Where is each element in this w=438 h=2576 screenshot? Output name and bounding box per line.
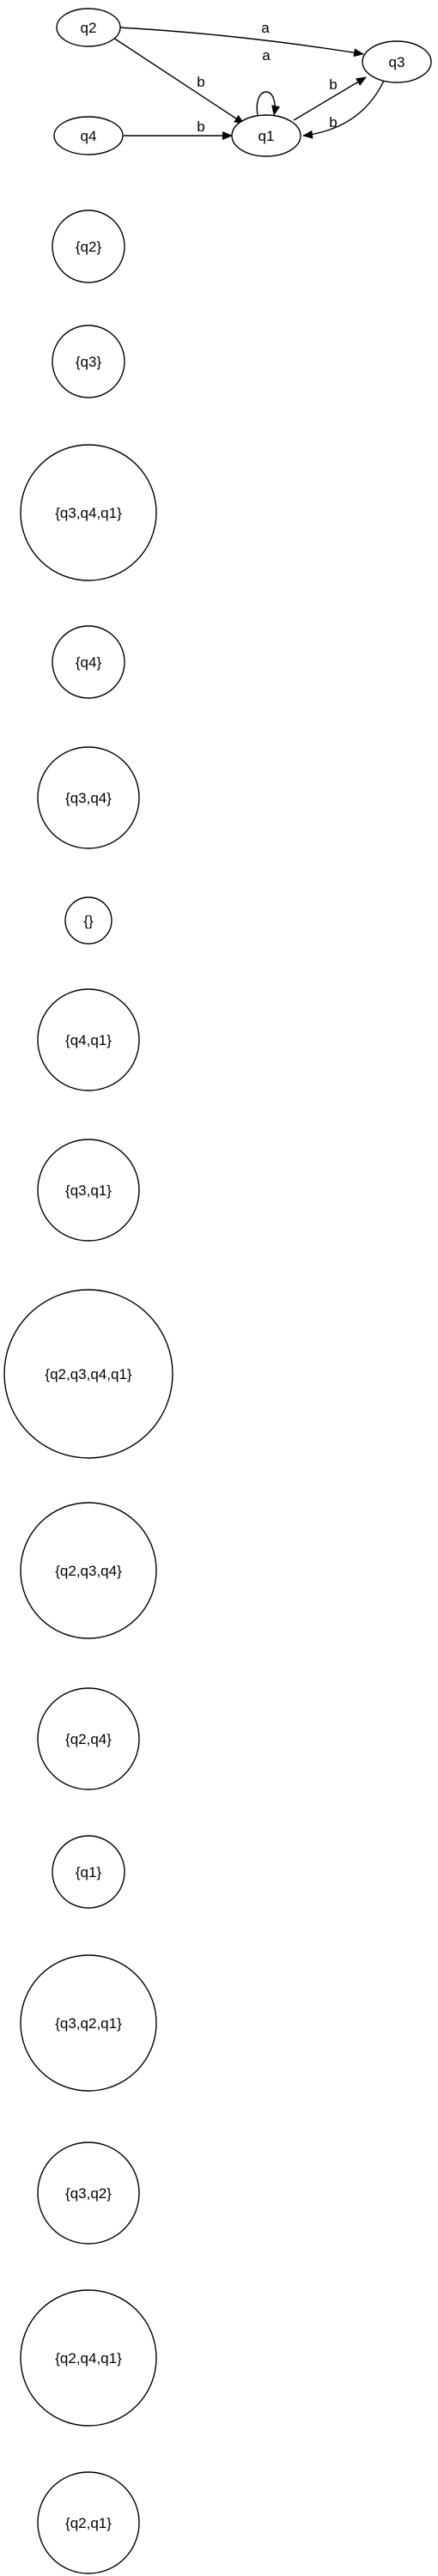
state-circles: [3, 210, 173, 2574]
node-label-q3: q3: [389, 54, 405, 70]
graph-top-labels: q2 q4 q1 q3 a b b a b b: [81, 20, 405, 144]
edge-q1-q3: [293, 76, 367, 121]
state-label: {q3}: [76, 354, 102, 370]
node-label-q4: q4: [81, 128, 97, 144]
state-label: {q4}: [76, 654, 102, 671]
edge-label-q1-q3: b: [329, 76, 337, 93]
state-label: {q2,q3,q4}: [55, 1563, 122, 1579]
node-q2: [56, 8, 121, 47]
state-label: {q2}: [76, 239, 102, 255]
state-label: {q4,q1}: [65, 1032, 112, 1048]
state-circle: [37, 2142, 140, 2245]
state-labels: {q2} {q3} {q3,q4,q1} {q4} {q3,q4} {} {q4…: [45, 239, 131, 2531]
state-label: {q3,q1}: [65, 1182, 112, 1199]
state-circle: [3, 1289, 173, 1459]
state-circle: [37, 1139, 140, 1242]
state-label: {q1}: [76, 1864, 102, 1880]
edge-q2-q3: [119, 27, 364, 58]
edge-label-q4-q1: b: [197, 118, 204, 135]
edge-label-q3-q1: b: [329, 114, 337, 131]
edge-q2-q1: [113, 37, 245, 125]
state-circle: [52, 1835, 125, 1909]
edge-label-q1-self: a: [262, 47, 271, 64]
state-circle: [37, 746, 140, 849]
node-q3: [362, 40, 432, 83]
state-circle: [52, 210, 125, 283]
state-label: {q2,q4,q1}: [55, 2350, 122, 2366]
state-label: {q3,q2}: [65, 2185, 112, 2202]
state-label: {q2,q3,q4,q1}: [45, 1366, 131, 1382]
edge-q3-q1: [302, 80, 385, 139]
state-label: {q2,q4}: [65, 1731, 112, 1747]
node-label-q1: q1: [259, 128, 275, 144]
state-circle: [37, 1687, 140, 1790]
state-circle: [20, 2289, 157, 2427]
state-circle: [20, 1954, 157, 2092]
state-circle: [20, 444, 157, 581]
node-q4: [53, 116, 124, 155]
graph-top: [53, 8, 432, 157]
state-circle: [52, 625, 125, 699]
state-label: {q3,q2,q1}: [55, 2015, 122, 2032]
state-label: {q2,q1}: [65, 2515, 112, 2531]
node-label-q2: q2: [81, 20, 97, 36]
edge-label-q2-q1: b: [197, 74, 204, 90]
state-label: {}: [83, 913, 94, 929]
state-circle: [37, 988, 140, 1091]
edge-q1-self: [256, 91, 280, 116]
node-q1: [231, 114, 301, 157]
edge-label-q2-q3: a: [261, 20, 270, 36]
state-circle: [64, 896, 113, 945]
state-circle: [20, 1502, 157, 1639]
state-label: {q3,q4,q1}: [55, 505, 122, 521]
state-circle: [37, 2471, 140, 2574]
state-label: {q3,q4}: [65, 790, 112, 806]
state-circle: [52, 325, 125, 398]
